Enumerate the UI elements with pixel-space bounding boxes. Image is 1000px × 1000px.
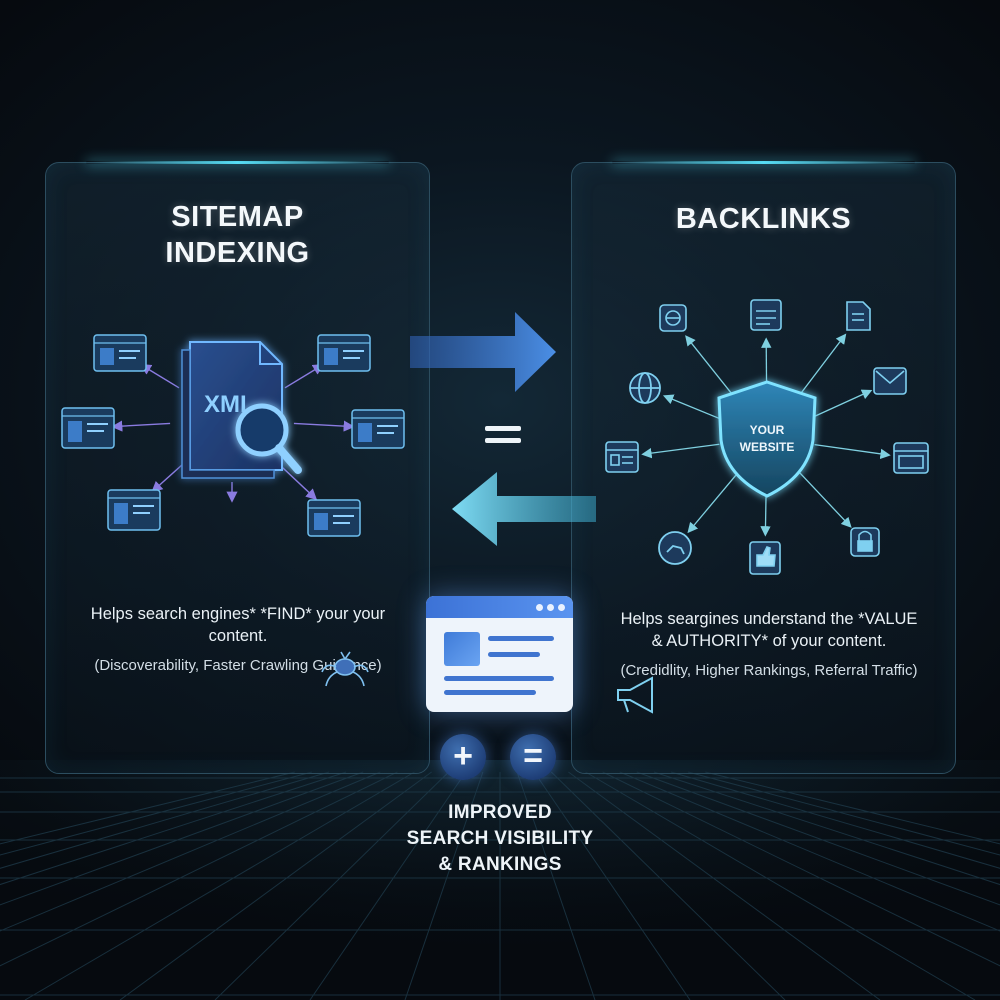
flow-arrow-left xyxy=(452,472,596,546)
backlink-spoke-arrow xyxy=(641,443,720,459)
grid-line xyxy=(0,771,313,856)
grid-line xyxy=(119,771,432,1000)
sitemap-spoke-arrow xyxy=(151,460,187,493)
sitemap-spokes xyxy=(111,364,355,503)
backlink-spoke-arrow xyxy=(814,444,891,460)
web-page-icon xyxy=(61,407,115,449)
grid-line xyxy=(670,771,1000,869)
browser-image-placeholder xyxy=(444,632,480,666)
browser-window-icon xyxy=(893,442,929,474)
sitemap-spoke-arrow xyxy=(111,420,171,432)
browser-dot-icon xyxy=(536,604,543,611)
result-text: IMPROVED SEARCH VISIBILITY & RANKINGS xyxy=(370,800,630,878)
browser-text-line xyxy=(488,652,540,657)
grid-line xyxy=(0,771,347,886)
browser-dot-icon xyxy=(547,604,554,611)
backlink-spoke-arrow xyxy=(687,474,737,534)
flow-arrow-right xyxy=(410,312,556,392)
grid-line xyxy=(619,771,1000,932)
grid-line xyxy=(0,771,330,869)
sitemap-spoke-arrow xyxy=(293,420,355,432)
grid-line xyxy=(568,771,881,1000)
shield-label-line2: WEBSITE xyxy=(740,440,795,454)
sitemap-title-line2: INDEXING xyxy=(165,237,310,269)
mail-icon xyxy=(873,367,907,395)
your-website-shield-icon xyxy=(717,380,817,498)
result-browser-icon xyxy=(426,596,573,712)
sitemap-page-icons xyxy=(61,334,405,537)
grid-line xyxy=(550,771,786,1000)
sitemap-sub-description: (Discoverability, Faster Crawling Guidan… xyxy=(94,657,382,674)
globe-box-icon xyxy=(659,304,687,332)
megaphone-icon xyxy=(617,676,653,714)
grid-line xyxy=(636,771,1000,906)
sitemap-title: SITEMAP INDEXING xyxy=(46,199,429,271)
web-page-icon xyxy=(351,409,405,449)
web-page-icon xyxy=(307,499,361,537)
browser-title-bar xyxy=(426,596,573,618)
grid-line xyxy=(0,771,364,906)
grid-line xyxy=(653,771,1000,886)
backlink-spoke-arrow xyxy=(810,389,873,419)
grid-line xyxy=(0,771,295,845)
grid-line xyxy=(602,771,1000,967)
result-line3: & RANKINGS xyxy=(438,854,562,875)
grid-line xyxy=(0,771,398,967)
thumbs-up-icon xyxy=(749,541,781,575)
web-page-icon xyxy=(750,299,782,331)
grid-line xyxy=(687,771,1000,856)
grid-line xyxy=(705,771,1000,845)
sitemap-title-line1: SITEMAP xyxy=(171,201,304,233)
backlink-spoke-arrow xyxy=(662,394,723,421)
sitemap-spoke-arrow xyxy=(276,461,318,501)
spider-crawler-icon xyxy=(321,651,369,687)
browser-text-line xyxy=(488,636,554,641)
sitemap-spoke-arrow xyxy=(139,364,180,389)
grid-line xyxy=(516,771,596,1000)
magnifier-icon xyxy=(235,403,302,474)
backlinks-description-text: Helps seargines understand the *VALUE & … xyxy=(620,610,918,650)
result-line2: SEARCH VISIBILITY xyxy=(406,828,594,849)
grid-line xyxy=(214,771,450,1000)
list-page-icon xyxy=(605,441,639,473)
globe-icon xyxy=(629,372,661,404)
grid-line xyxy=(585,771,976,1000)
panel-top-glow xyxy=(86,161,389,164)
web-page-icon xyxy=(93,334,147,372)
sitemap-description: Helps search engines* *FIND* your your c… xyxy=(88,603,388,676)
browser-text-line xyxy=(444,676,554,681)
backlinks-description: Helps seargines understand the *VALUE & … xyxy=(614,608,924,681)
backlink-spoke-arrow xyxy=(795,333,847,401)
web-page-icon xyxy=(107,489,161,531)
browser-dot-icon xyxy=(558,604,565,611)
equals-circle-icon: = xyxy=(510,734,556,780)
plus-circle-icon: + xyxy=(440,734,486,780)
browser-text-line xyxy=(444,690,536,695)
shield-label-line1: YOUR xyxy=(750,423,785,437)
result-line1: IMPROVED xyxy=(448,802,552,823)
grid-line xyxy=(0,771,381,932)
backlinks-title: BACKLINKS xyxy=(675,203,852,235)
lock-icon xyxy=(850,527,880,557)
middle-equals-icon xyxy=(485,426,521,450)
document-icon xyxy=(846,301,871,331)
grid-line xyxy=(533,771,691,1000)
sitemap-spoke-arrow xyxy=(284,364,325,389)
link-badge-icon xyxy=(658,531,692,565)
backlinks-sub-description: (Credidlity, Higher Rankings, Referral T… xyxy=(620,662,918,679)
web-page-icon xyxy=(317,334,371,372)
panel-top-glow xyxy=(612,161,915,164)
grid-line xyxy=(309,771,467,1000)
backlink-spoke-arrow xyxy=(799,472,852,528)
grid-line xyxy=(404,771,484,1000)
sitemap-description-text: Helps search engines* *FIND* your your c… xyxy=(90,605,386,645)
sitemap-indexing-panel: SITEMAP INDEXING Helps search engines* *… xyxy=(45,161,430,774)
backlink-spoke-arrow xyxy=(685,335,738,401)
grid-line xyxy=(24,771,415,1000)
